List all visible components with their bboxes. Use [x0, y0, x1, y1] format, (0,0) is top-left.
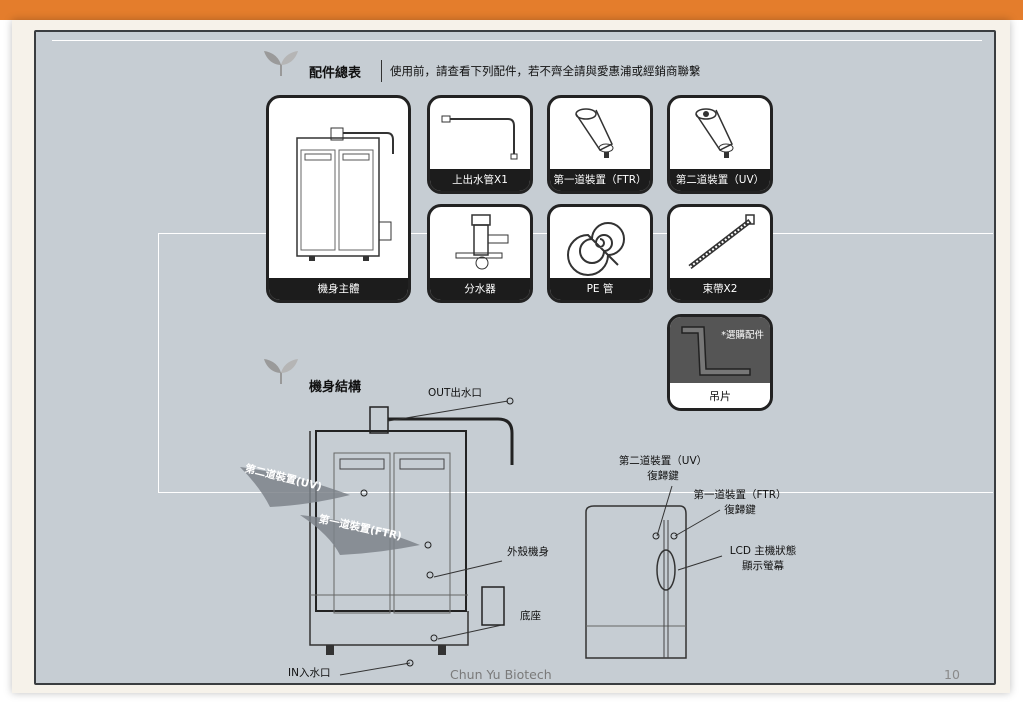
shell-label: 外殼機身 — [507, 546, 549, 558]
card-label: 第二道裝置（UV） — [670, 169, 770, 191]
section-title-accessories: 配件總表 — [309, 66, 362, 81]
accessory-card-machine-body: 機身主體 — [266, 95, 411, 303]
outlet-pipe-icon — [441, 115, 518, 160]
accessory-card-pe-tube: PE 管 — [547, 204, 653, 303]
in-inlet-label: IN入水口 — [288, 667, 331, 679]
card-label: 吊片 — [670, 386, 770, 408]
top-accent-bar — [0, 0, 1023, 20]
accessory-card-outlet-pipe: 上出水管X1 — [427, 95, 533, 194]
card-label: 機身主體 — [269, 278, 408, 300]
cable-tie-icon — [688, 214, 755, 269]
base-label: 底座 — [520, 610, 541, 622]
out-outlet-label: OUT出水口 — [428, 387, 482, 399]
card-label: PE 管 — [550, 278, 650, 300]
side-view-callouts — [656, 485, 723, 571]
leaf-icon — [264, 359, 298, 384]
guide-line — [158, 492, 993, 493]
machine-body-icon — [296, 127, 394, 261]
machine-side-view — [585, 505, 687, 659]
title-separator — [381, 60, 382, 82]
ftr-reset-label: 第一道裝置（FTR） 復歸鍵 — [680, 487, 800, 517]
accessory-card-diverter: 分水器 — [427, 204, 533, 303]
accessory-card-uv: 第二道裝置（UV） — [667, 95, 773, 194]
card-label: 第一道裝置（FTR） — [550, 169, 650, 191]
lcd-screen: 顯示螢幕 — [742, 560, 784, 572]
filter-cartridge-icon — [575, 108, 614, 158]
ftr-reset-key: 復歸鍵 — [724, 504, 756, 516]
accessory-card-ftr: 第一道裝置（FTR） — [547, 95, 653, 194]
ftr-reset-title: 第一道裝置（FTR） — [693, 489, 787, 501]
section-subtitle: 使用前，請查看下列配件，若不齊全請與愛惠浦或經銷商聯繫 — [390, 64, 701, 78]
accessory-card-cable-tie: 束帶X2 — [667, 204, 773, 303]
uv-cartridge-icon — [695, 108, 734, 158]
uv-reset-label: 第二道裝置（UV） 復歸鍵 — [608, 453, 718, 483]
panel-top-line — [52, 40, 982, 41]
uv-reset-title: 第二道裝置（UV） — [618, 455, 708, 467]
lcd-title: LCD 主機狀態 — [729, 545, 797, 557]
uv-reset-key: 復歸鍵 — [647, 470, 679, 482]
card-label: 束帶X2 — [670, 278, 770, 300]
section-title-structure: 機身結構 — [309, 380, 362, 395]
card-label: 上出水管X1 — [430, 169, 530, 191]
company-name: Chun Yu Biotech — [450, 667, 552, 682]
coiled-tube-icon — [567, 222, 625, 276]
leaf-icon — [264, 51, 298, 76]
guide-line — [158, 233, 159, 493]
page-number: 10 — [944, 667, 960, 682]
lcd-label: LCD 主機狀態 顯示螢幕 — [718, 543, 808, 573]
optional-note: *選購配件 — [721, 330, 764, 341]
machine-structure-diagram — [240, 397, 514, 676]
hanging-bracket-icon — [681, 326, 751, 376]
accessory-card-bracket-optional: *選購配件 吊片 — [667, 314, 773, 411]
diverter-valve-icon — [455, 214, 509, 270]
card-label: 分水器 — [430, 278, 530, 300]
